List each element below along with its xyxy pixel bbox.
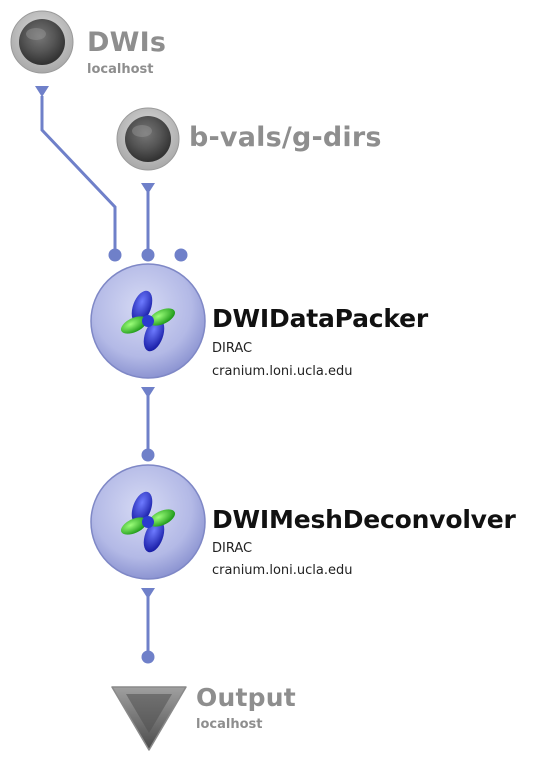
packer-title: DWIDataPacker	[212, 304, 429, 333]
packer-server: cranium.loni.ucla.edu	[212, 364, 353, 379]
bvals-title: b-vals/g-dirs	[189, 122, 382, 153]
deconvolver-input-port[interactable]	[141, 448, 155, 462]
packer-package: DIRAC	[212, 341, 253, 356]
dwis-title: DWIs	[87, 27, 167, 58]
packer-input-port-2[interactable]	[141, 248, 155, 262]
deconvolver-output-arrow[interactable]	[141, 588, 155, 599]
odf-glyph-icon	[120, 491, 176, 553]
output-title: Output	[196, 683, 296, 712]
packer-input-port-3[interactable]	[174, 248, 188, 262]
deconvolver-server: cranium.loni.ucla.edu	[212, 563, 353, 578]
output-sink-node[interactable]	[111, 686, 187, 751]
packer-output-arrow[interactable]	[141, 387, 155, 398]
dwis-output-arrow[interactable]	[35, 86, 49, 97]
deconvolver-package: DIRAC	[212, 541, 253, 556]
packer-module-node[interactable]	[90, 263, 206, 379]
output-input-port[interactable]	[141, 650, 155, 664]
dwis-host: localhost	[87, 62, 154, 77]
deconvolver-title: DWIMeshDeconvolver	[212, 505, 516, 534]
dwis-source-node[interactable]	[10, 10, 74, 74]
odf-glyph-icon	[120, 290, 176, 352]
packer-input-port-1[interactable]	[108, 248, 122, 262]
bvals-source-node[interactable]	[116, 107, 180, 171]
connection-dwis-to-packer[interactable]	[40, 96, 117, 250]
output-host: localhost	[196, 717, 263, 732]
bvals-output-arrow[interactable]	[141, 183, 155, 194]
deconvolver-module-node[interactable]	[90, 464, 206, 580]
